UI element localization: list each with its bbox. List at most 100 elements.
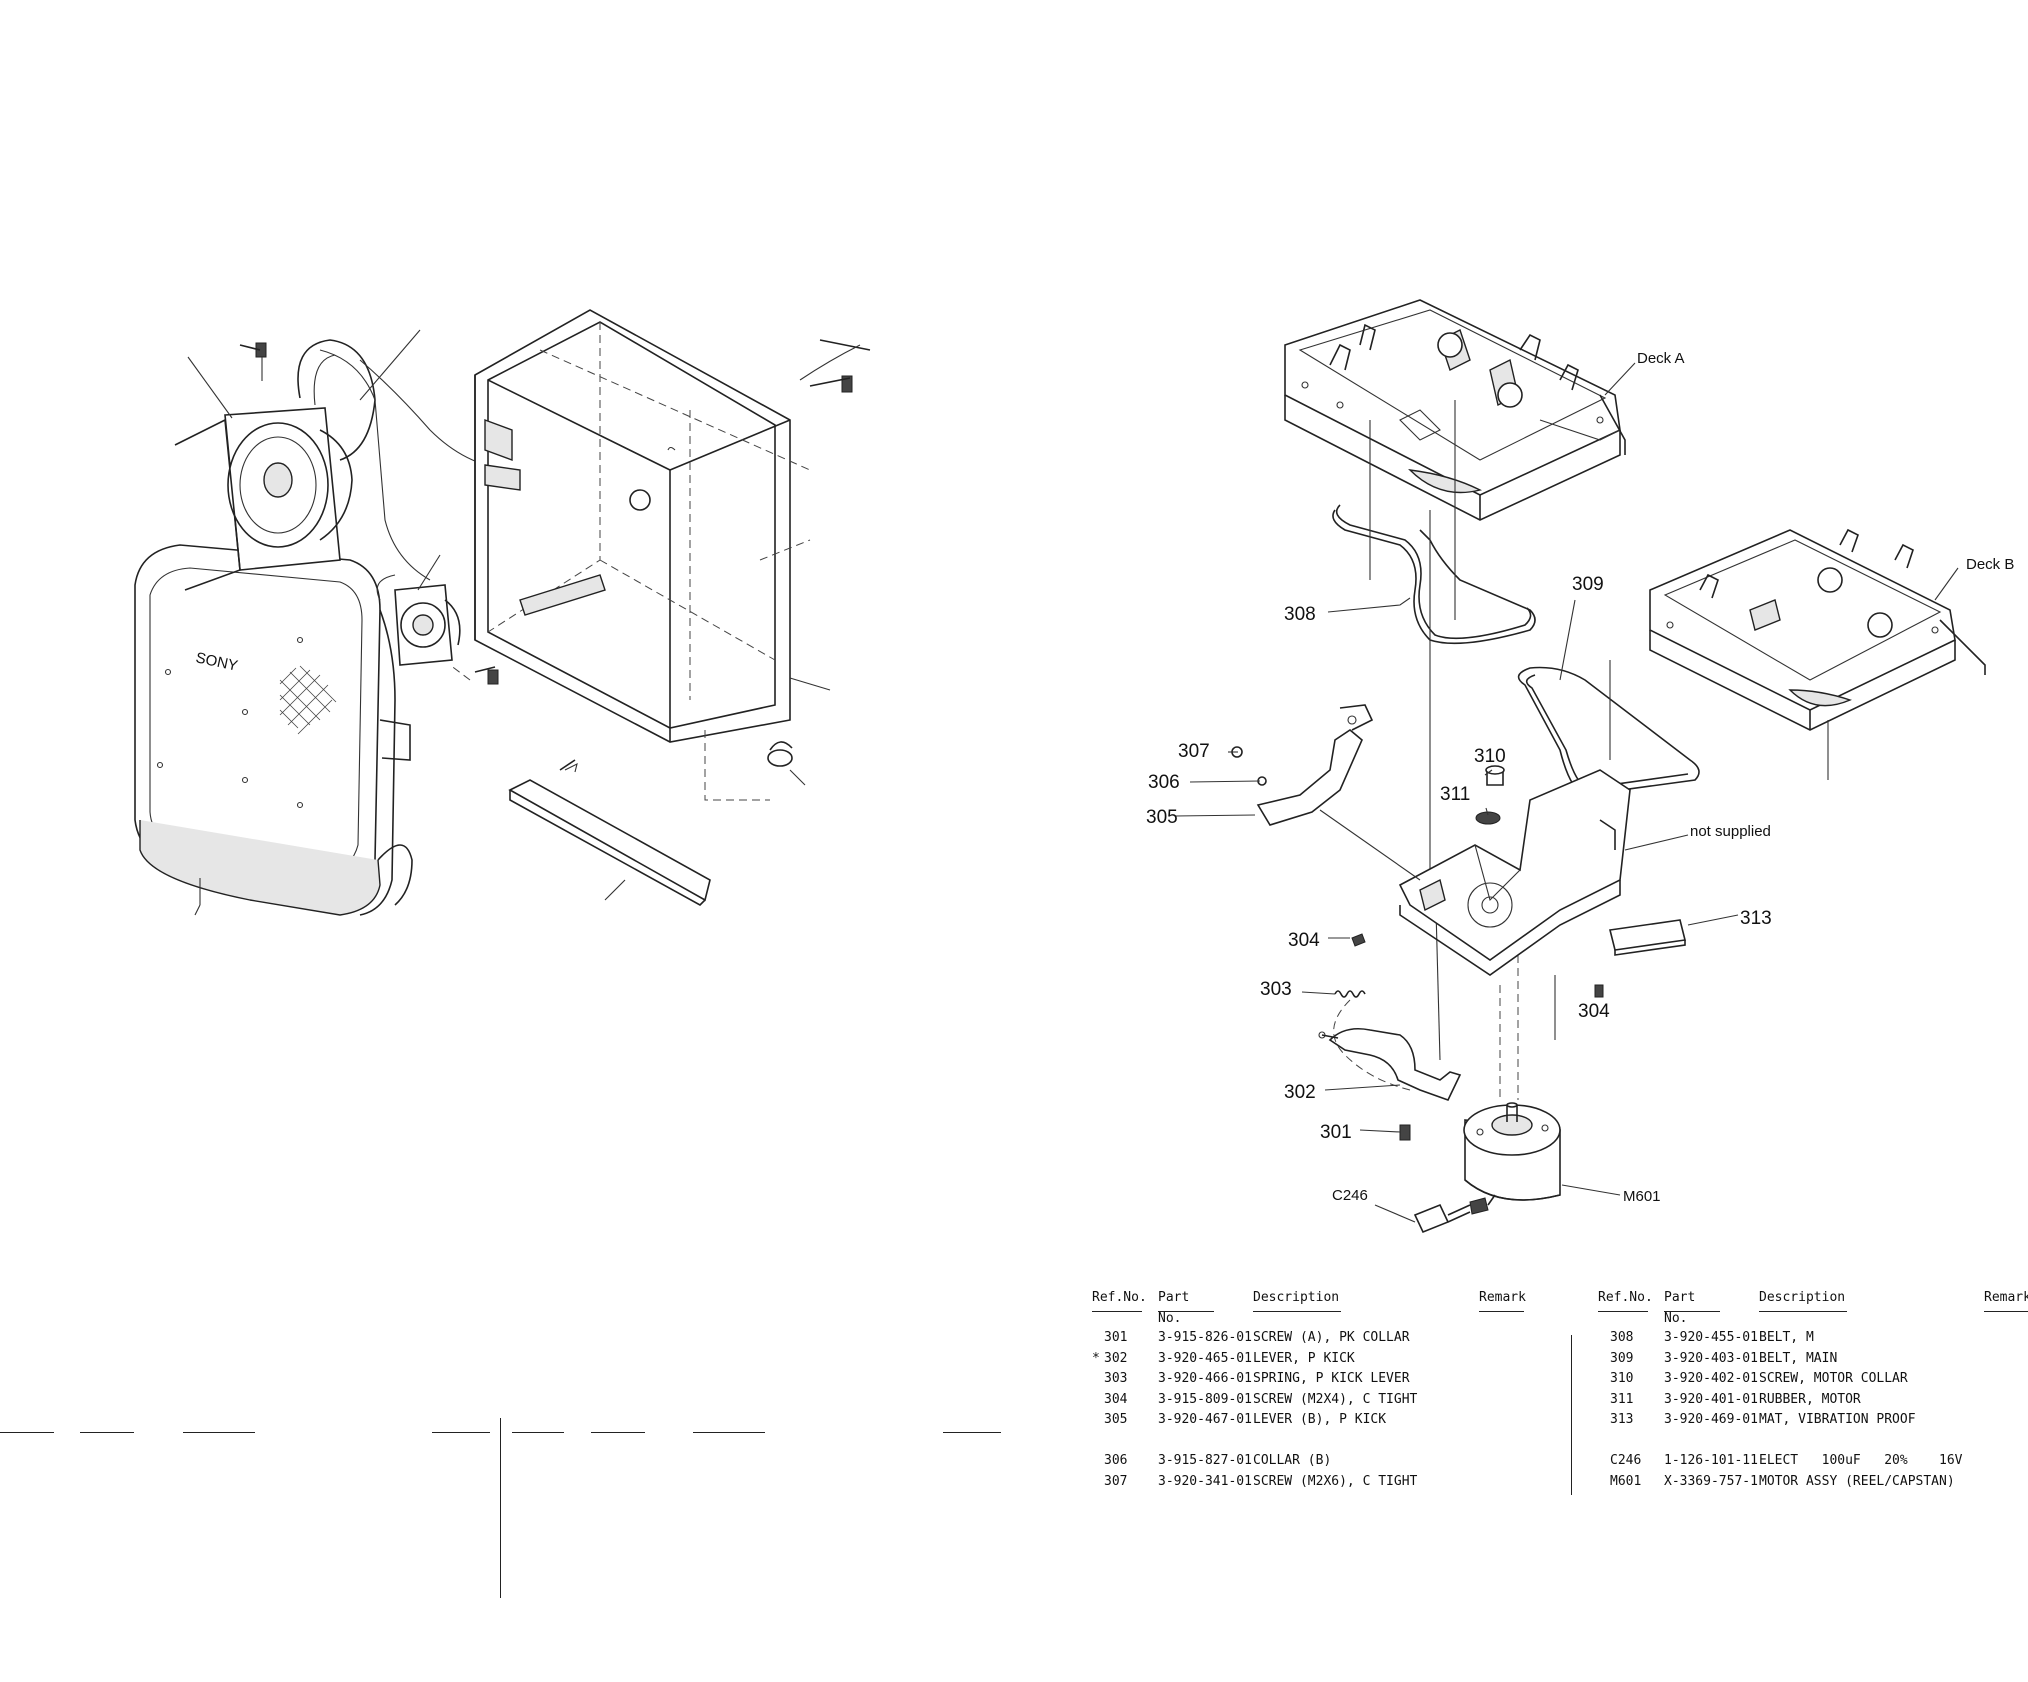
table-header: Ref.No. Part No. Description Remark [1092, 1288, 1572, 1326]
row-ref: C246 [1610, 1453, 1642, 1468]
row-description: MOTOR ASSY (REEL/CAPSTAN) [1759, 1473, 1955, 1489]
table-row: 305 3-920-467-01 LEVER (B), P KICK [1092, 1410, 1572, 1431]
table-row: 309 3-920-403-01 BELT, MAIN [1598, 1349, 2028, 1370]
rule-segment [0, 1432, 54, 1433]
row-part-no: 3-920-402-01 [1664, 1371, 1758, 1386]
row-description: BELT, M [1759, 1330, 1814, 1345]
row-part-no: 3-920-455-01 [1664, 1330, 1758, 1345]
row-ref: 308 [1610, 1330, 1634, 1345]
table-row: 311 3-920-401-01 RUBBER, MOTOR [1598, 1390, 2028, 1411]
header-description: Description [1253, 1288, 1341, 1312]
callout-305: 305 [1146, 807, 1178, 828]
table-row: C246 1-126-101-11 ELECT 100uF 20% 16V [1598, 1451, 2028, 1472]
table-header: Ref.No. Part No. Description Remark [1598, 1288, 2028, 1326]
row-part-no: 3-920-466-01 [1158, 1371, 1252, 1386]
row-description: MAT, VIBRATION PROOF [1759, 1412, 1916, 1427]
row-description: BELT, MAIN [1759, 1350, 1838, 1366]
table-row: 306 3-915-827-01 COLLAR (B) [1092, 1451, 1572, 1472]
deck-a-drawing [1284, 299, 1626, 521]
callout-308: 308 [1284, 604, 1316, 625]
rule-segment [943, 1432, 1001, 1433]
row-description: SCREW (M2X4), C TIGHT [1253, 1391, 1418, 1407]
speaker-assembly-diagram: SONY [134, 309, 871, 916]
table-row: M601 X-3369-757-1 MOTOR ASSY (REEL/CAPST… [1598, 1472, 2028, 1493]
row-ref: 307 [1104, 1473, 1128, 1489]
row-description: SPRING, P KICK LEVER [1253, 1371, 1410, 1386]
row-part-no: 3-920-469-01 [1664, 1412, 1758, 1427]
row-ref: 306 [1104, 1453, 1128, 1468]
header-ref-no: Ref.No. [1598, 1288, 1653, 1312]
row-part-no: 3-920-401-01 [1664, 1391, 1758, 1407]
callout-311: 311 [1440, 784, 1470, 805]
rule-segment [512, 1432, 564, 1433]
callout-m601: M601 [1623, 1188, 1661, 1205]
rule-segment [693, 1432, 765, 1433]
table-row: 313 3-920-469-01 MAT, VIBRATION PROOF [1598, 1410, 2028, 1431]
callout-304-left: 304 [1288, 930, 1320, 951]
table-row: 304 3-915-809-01 SCREW (M2X4), C TIGHT [1092, 1390, 1572, 1411]
callout-307: 307 [1178, 741, 1210, 762]
row-part-no: 1-126-101-11 [1664, 1453, 1758, 1468]
rule-segment [591, 1432, 645, 1433]
row-part-no: 3-915-827-01 [1158, 1453, 1252, 1468]
callout-deck-a: Deck A [1637, 350, 1685, 367]
row-ref: 305 [1104, 1412, 1128, 1427]
callout-304-bottom: 304 [1578, 1001, 1610, 1022]
row-part-no: 3-915-809-01 [1158, 1391, 1252, 1407]
callout-309: 309 [1572, 574, 1604, 595]
column-divider [500, 1418, 501, 1598]
header-part-no: Part No. [1158, 1288, 1214, 1329]
row-description: LEVER, P KICK [1253, 1350, 1355, 1366]
row-part-no: 3-920-403-01 [1664, 1350, 1758, 1366]
callout-301: 301 [1320, 1122, 1352, 1143]
table-row: 308 3-920-455-01 BELT, M [1598, 1328, 2028, 1349]
table-row: 303 3-920-466-01 SPRING, P KICK LEVER [1092, 1369, 1572, 1390]
row-description: COLLAR (B) [1253, 1453, 1332, 1468]
grille-mesh [279, 665, 337, 735]
row-description: SCREW, MOTOR COLLAR [1759, 1371, 1908, 1386]
row-description: RUBBER, MOTOR [1759, 1391, 1861, 1407]
table-divider [1571, 1335, 1572, 1495]
table-row: * 302 3-920-465-01 LEVER, P KICK [1092, 1349, 1572, 1370]
header-remark: Remark [1479, 1288, 1526, 1312]
table-row: 301 3-915-826-01 SCREW (A), PK COLLAR [1092, 1328, 1572, 1349]
header-description: Description [1759, 1288, 1847, 1312]
header-remark: Remark [1984, 1288, 2028, 1312]
callout-labels: Deck A Deck B not supplied C246 M601 301… [1146, 350, 2014, 1205]
row-ref: M601 [1610, 1473, 1642, 1489]
callout-not-supplied: not supplied [1690, 823, 1771, 840]
row-ref: 304 [1104, 1391, 1128, 1407]
callout-313: 313 [1740, 908, 1772, 929]
callout-310: 310 [1474, 746, 1506, 767]
row-description: LEVER (B), P KICK [1253, 1412, 1387, 1427]
row-ref: 303 [1104, 1371, 1128, 1386]
row-part-no: 3-915-826-01 [1158, 1330, 1252, 1345]
row-ref: 302 [1104, 1350, 1128, 1366]
rule-segment [183, 1432, 255, 1433]
callout-303: 303 [1260, 979, 1292, 1000]
callout-c246: C246 [1332, 1187, 1368, 1204]
callout-302: 302 [1284, 1082, 1316, 1103]
row-ref: 311 [1610, 1391, 1634, 1407]
row-ref: 310 [1610, 1371, 1634, 1386]
rule-segment [80, 1432, 134, 1433]
row-part-no: X-3369-757-1 [1664, 1473, 1758, 1489]
row-description: SCREW (A), PK COLLAR [1253, 1330, 1410, 1345]
header-part-no: Part No. [1664, 1288, 1720, 1329]
row-description: SCREW (M2X6), C TIGHT [1253, 1473, 1418, 1489]
row-ref: 309 [1610, 1350, 1634, 1366]
deck-b-drawing [1649, 528, 1986, 731]
parts-table-left: Ref.No. Part No. Description Remark 301 … [1092, 1288, 1572, 1492]
row-part-no: 3-920-341-01 [1158, 1473, 1252, 1489]
row-ref: 313 [1610, 1412, 1634, 1427]
table-row: 310 3-920-402-01 SCREW, MOTOR COLLAR [1598, 1369, 2028, 1390]
cassette-mechanism-diagram [1174, 299, 1986, 1234]
row-part-no: 3-920-467-01 [1158, 1412, 1252, 1427]
row-description: ELECT 100uF 20% 16V [1759, 1453, 1963, 1468]
callout-deck-b: Deck B [1966, 556, 2014, 573]
row-mark: * [1092, 1350, 1100, 1366]
parts-table-right: Ref.No. Part No. Description Remark 308 … [1598, 1288, 2028, 1492]
table-row: 307 3-920-341-01 SCREW (M2X6), C TIGHT [1092, 1472, 1572, 1493]
row-ref: 301 [1104, 1330, 1128, 1345]
